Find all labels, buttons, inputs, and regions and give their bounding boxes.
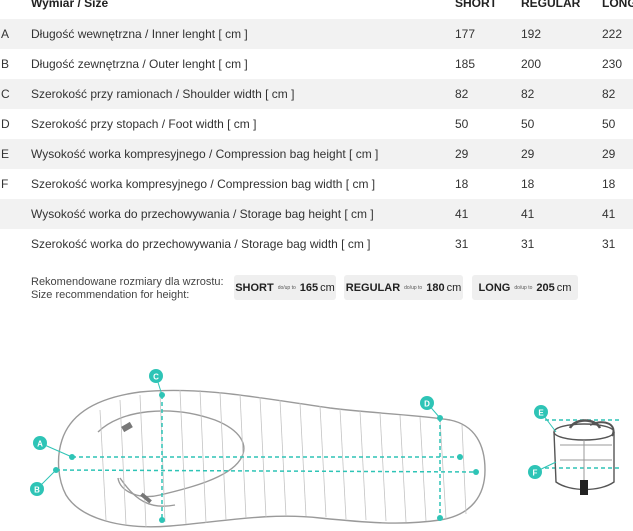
- compression-bag-illustration: [553, 419, 615, 491]
- row-letter: F: [1, 177, 9, 191]
- row-label: Długość wewnętrzna / Inner lenght [ cm ]: [31, 27, 248, 41]
- svg-text:C: C: [153, 373, 159, 382]
- table-row: E Wysokość worka kompresyjnego / Compress…: [0, 139, 633, 169]
- row-label: Wysokość worka do przechowywania / Stora…: [31, 207, 374, 221]
- header-size: Wymiar / Size: [31, 0, 109, 10]
- value-long: 41: [602, 207, 616, 221]
- svg-text:F: F: [533, 469, 538, 478]
- marker-b: B: [30, 469, 57, 496]
- row-label: Szerokość przy stopach / Foot width [ cm…: [31, 117, 257, 131]
- marker-c: C: [149, 369, 163, 396]
- value-short: 50: [455, 117, 469, 131]
- value-short: 82: [455, 87, 469, 101]
- value-long: 222: [602, 27, 623, 41]
- value-regular: 18: [521, 177, 535, 191]
- value-short: 185: [455, 57, 476, 71]
- row-letter: D: [1, 117, 10, 131]
- value-long: 82: [602, 87, 616, 101]
- value-short: 29: [455, 147, 469, 161]
- recommendation-text: Rekomendowane rozmiary dla wzrostu: Size…: [31, 276, 224, 301]
- marker-a: A: [33, 436, 73, 458]
- table-row: F Szerokość worka kompresyjnego / Compres…: [0, 169, 633, 199]
- value-regular: 29: [521, 147, 535, 161]
- value-long: 50: [602, 117, 616, 131]
- header-short: SHORT: [455, 0, 497, 10]
- row-letter: A: [1, 27, 10, 41]
- size-table: Wymiar / Size SHORT REGULAR LONG A Długoś…: [0, 0, 633, 259]
- value-regular: 200: [521, 57, 542, 71]
- value-regular: 31: [521, 237, 535, 251]
- table-row: B Długość zewnętrzna / Outer lenght [ cm …: [0, 49, 633, 79]
- row-letter: E: [1, 147, 10, 161]
- table-row: D Szerokość przy stopach / Foot width [ c…: [0, 109, 633, 139]
- bag-strap: [580, 480, 588, 495]
- row-label: Długość zewnętrzna / Outer lenght [ cm ]: [31, 57, 248, 71]
- svg-text:B: B: [34, 486, 40, 495]
- sleeping-bag-diagram: A B C D E F: [30, 369, 620, 528]
- value-long: 230: [602, 57, 623, 71]
- value-long: 18: [602, 177, 616, 191]
- value-regular: 192: [521, 27, 542, 41]
- svg-text:D: D: [424, 400, 430, 409]
- table-row: Wysokość worka do przechowywania / Stora…: [0, 199, 633, 229]
- table-row: Szerokość worka do przechowywania / Stor…: [0, 229, 633, 259]
- quilt-lines: [99, 389, 467, 528]
- row-label: Szerokość worka kompresyjnego / Compress…: [31, 177, 376, 191]
- value-short: 41: [455, 207, 469, 221]
- table-header-row: Wymiar / Size SHORT REGULAR LONG: [0, 0, 633, 19]
- row-letter: C: [1, 87, 10, 101]
- value-regular: 41: [521, 207, 535, 221]
- value-regular: 50: [521, 117, 535, 131]
- value-short: 31: [455, 237, 469, 251]
- row-label: Szerokość przy ramionach / Shoulder widt…: [31, 87, 295, 101]
- svg-text:A: A: [37, 440, 43, 449]
- svg-text:E: E: [538, 409, 544, 418]
- header-long: LONG: [602, 0, 633, 10]
- table-row: C Szerokość przy ramionach / Shoulder wid…: [0, 79, 633, 109]
- table-row: A Długość wewnętrzna / Inner lenght [ cm …: [0, 19, 633, 49]
- zipper-detail: [121, 421, 152, 504]
- value-long: 29: [602, 147, 616, 161]
- row-label: Wysokość worka kompresyjnego / Compressi…: [31, 147, 379, 161]
- row-label: Szerokość worka do przechowywania / Stor…: [31, 237, 371, 251]
- size-recommendation: Rekomendowane rozmiary dla wzrostu: Size…: [0, 270, 633, 310]
- marker-f: F: [528, 461, 557, 479]
- value-regular: 82: [521, 87, 535, 101]
- value-long: 31: [602, 237, 616, 251]
- value-short: 18: [455, 177, 469, 191]
- header-regular: REGULAR: [521, 0, 581, 10]
- value-short: 177: [455, 27, 476, 41]
- marker-d: D: [420, 396, 441, 419]
- marker-e: E: [534, 405, 557, 433]
- row-letter: B: [1, 57, 10, 71]
